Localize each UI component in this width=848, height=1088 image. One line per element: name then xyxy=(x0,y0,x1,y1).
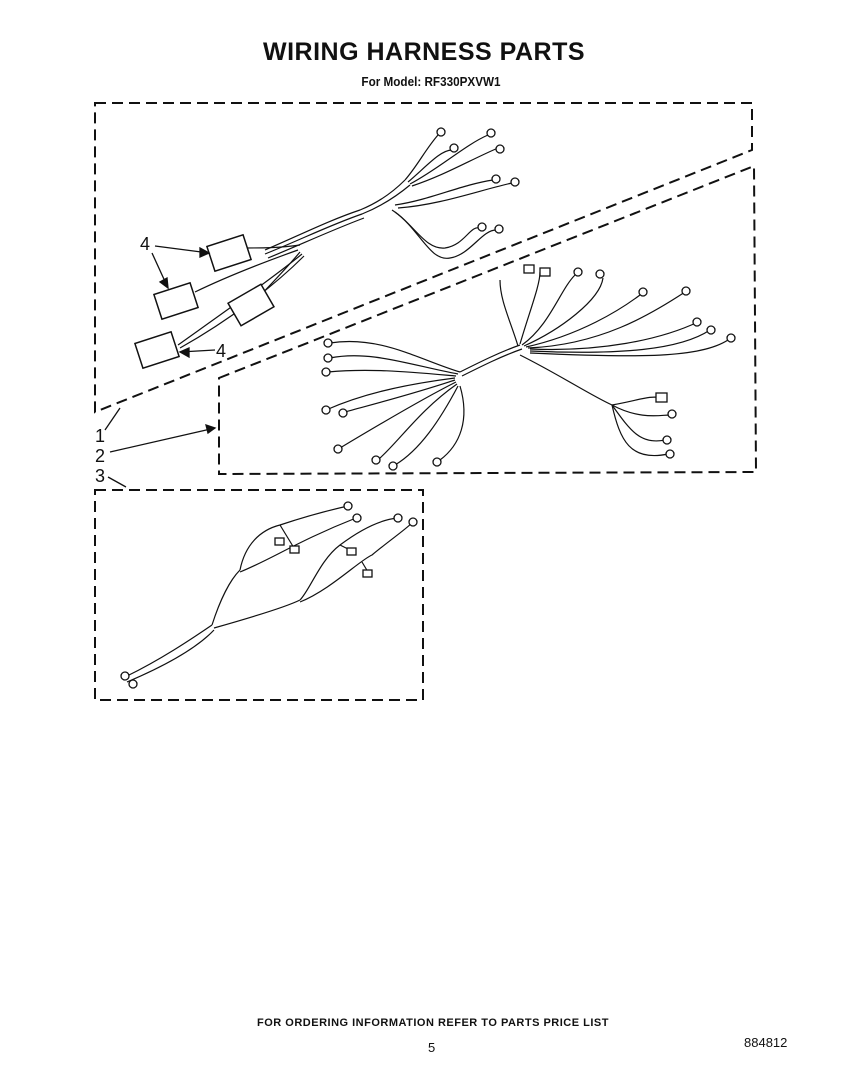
callout-leaders xyxy=(104,245,217,488)
connector-plug-b xyxy=(152,281,200,321)
wiring-harness-1 xyxy=(177,134,513,349)
connector-plug-a xyxy=(205,233,253,273)
harness-1-connectors xyxy=(133,233,275,370)
harness-3-terminals xyxy=(120,501,418,689)
connector-plug-d xyxy=(133,330,181,370)
wiring-harness-3 xyxy=(126,505,414,683)
callout-1: 1 xyxy=(95,426,105,446)
callout-4-top: 4 xyxy=(140,234,150,254)
connector-plug-c xyxy=(227,283,275,327)
harness-1-terminals xyxy=(436,127,520,234)
harness-3-boundary xyxy=(94,489,424,701)
document-number: 884812 xyxy=(744,1035,788,1050)
harness-2-boundary xyxy=(218,164,758,476)
ordering-note: FOR ORDERING INFORMATION REFER TO PARTS … xyxy=(257,1017,609,1029)
callout-3: 3 xyxy=(95,466,105,486)
harness-2-terminals xyxy=(321,264,736,471)
model-line: For Model: RF330PXVW1 xyxy=(361,74,501,89)
page-title: WIRING HARNESS PARTS xyxy=(262,38,586,66)
callout-4-bottom: 4 xyxy=(216,341,226,361)
callout-2: 2 xyxy=(95,446,105,466)
harness-1-boundary xyxy=(94,102,753,414)
page-number: 5 xyxy=(428,1040,436,1055)
